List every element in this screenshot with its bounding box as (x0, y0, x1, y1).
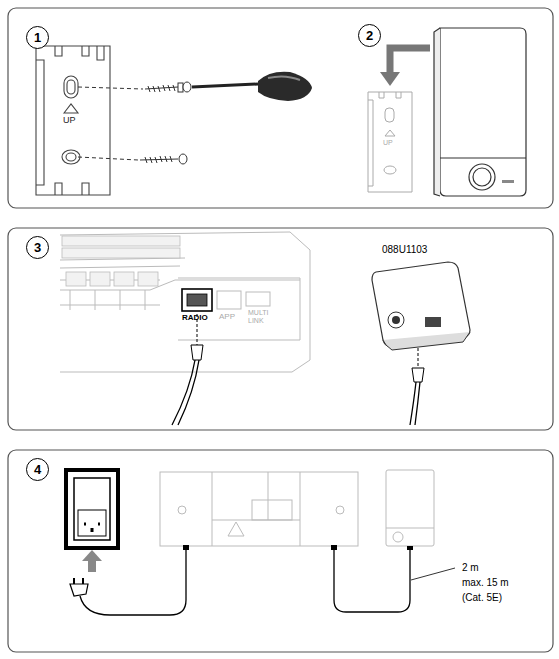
part-label: 2 m (462, 562, 479, 573)
panel-frame (8, 8, 553, 208)
wall-plate (368, 92, 412, 192)
callout-number: 2 (366, 29, 373, 42)
callout-number: 1 (34, 31, 41, 44)
room-unit (386, 470, 434, 550)
controller-base (60, 232, 310, 372)
wall-socket (66, 470, 118, 548)
leader-line (78, 87, 143, 160)
part-label: max. 15 m (462, 577, 509, 588)
cable-connector (331, 545, 337, 550)
terminal-block (62, 236, 180, 286)
mount-arrow (390, 48, 430, 74)
leader-line (418, 348, 419, 368)
callout-circle: 4 (26, 458, 49, 481)
callout-number: 3 (34, 241, 41, 254)
power-plug (70, 548, 186, 615)
controller (160, 472, 358, 546)
panel-frame (8, 450, 553, 652)
radio-port (182, 289, 212, 311)
cable-connector (183, 545, 189, 550)
callout-circle: 1 (26, 26, 49, 49)
room-unit (434, 28, 526, 196)
leader-line (411, 568, 455, 580)
part-label: (Cat. 5E) (462, 592, 502, 603)
wall-plate (36, 46, 110, 195)
part-label: UP (383, 139, 393, 147)
screwdriver (192, 72, 312, 101)
mount-arrow (380, 72, 400, 86)
callout-number: 4 (34, 463, 41, 476)
part-label: UP (63, 116, 76, 126)
part-label: RADIO (182, 314, 208, 323)
cable (172, 345, 203, 425)
part-label: 088U1103 (382, 244, 427, 255)
part-label: MULTI LINK (248, 309, 274, 324)
callout-circle: 2 (358, 24, 381, 47)
part-label: APP (219, 313, 235, 322)
plug-arrow (82, 550, 102, 561)
plug-arrow (88, 560, 96, 572)
radio-module (372, 262, 470, 350)
callout-circle: 3 (26, 236, 49, 259)
port (217, 291, 270, 309)
screw (140, 82, 191, 164)
cable (410, 368, 424, 425)
cable (334, 550, 410, 612)
panel-frame (8, 228, 553, 430)
